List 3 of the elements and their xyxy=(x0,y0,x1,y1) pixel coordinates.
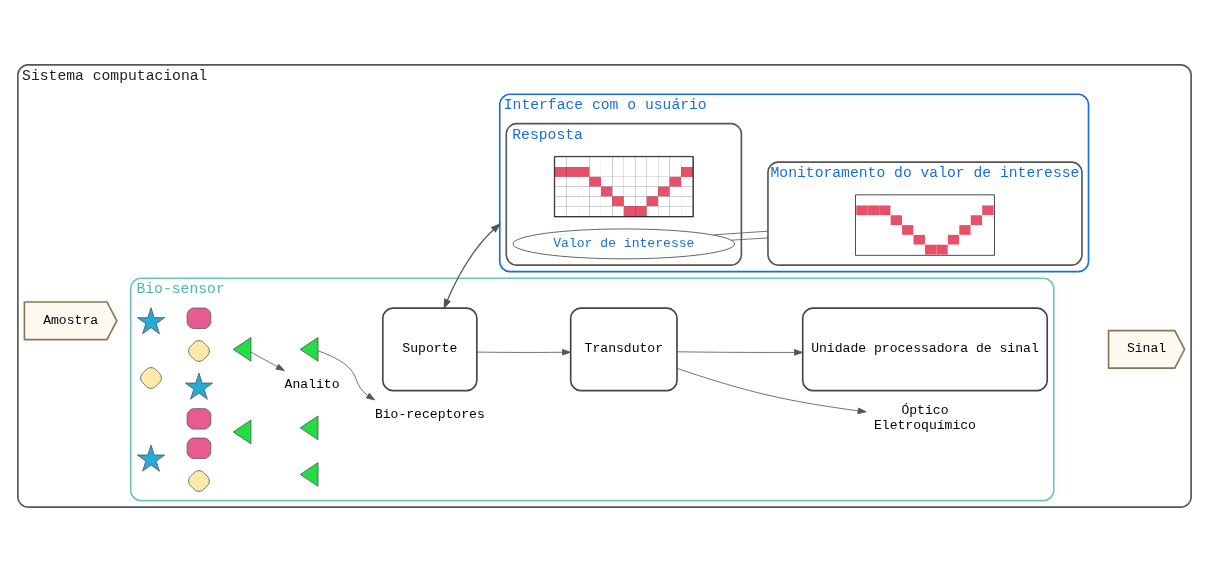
node-text: Óptico Eletroquímico xyxy=(873,402,976,433)
node-text: Analito xyxy=(284,376,340,392)
node-text: Bio-receptores xyxy=(374,406,485,422)
